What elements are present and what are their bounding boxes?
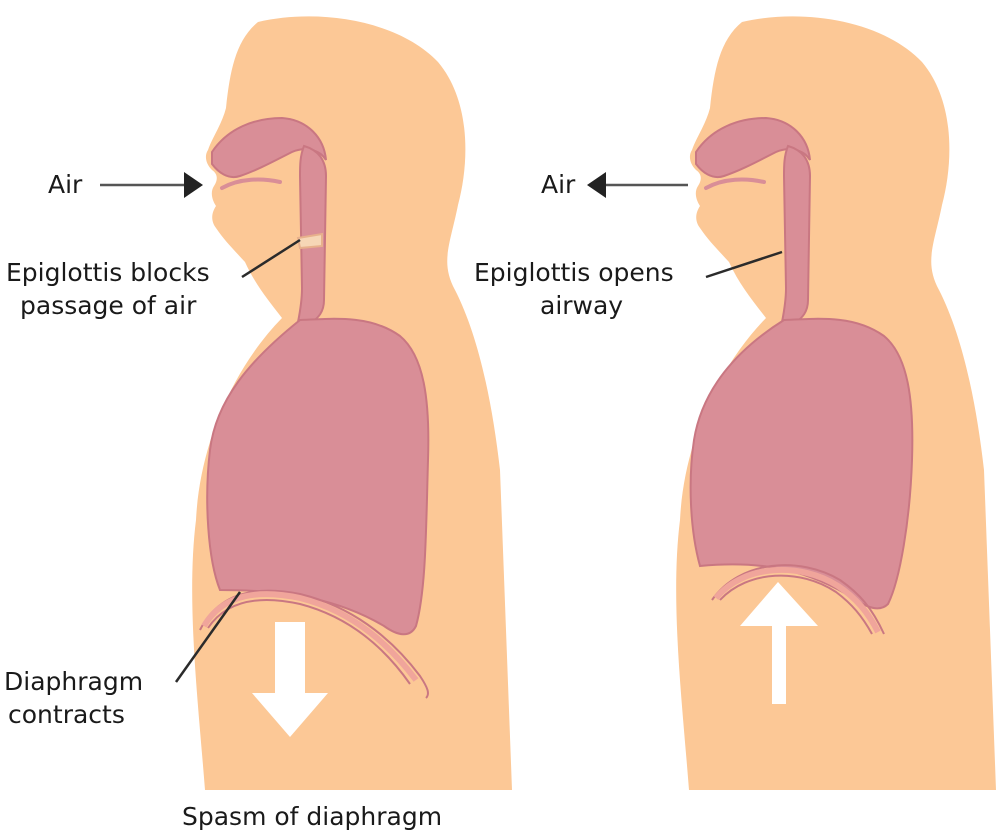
left-epiglottis-label-line2: passage of air [20,291,197,320]
left-epiglottis-label-line1: Epiglottis blocks [6,258,210,287]
right-epiglottis-label-line2: airway [540,291,624,320]
left-mouth [220,177,282,190]
right-diaphragm-inner [719,574,873,635]
left-diaphragm-label-line2: contracts [8,700,125,729]
right-mouth [704,177,766,190]
left-diaphragm-arrow-down [252,622,328,737]
right-trachea [780,144,812,323]
right-air-arrow-head [587,172,606,198]
diagram-caption: Spasm of diaphragm [182,802,443,831]
left-diaphragm-label-line1: Diaphragm [4,667,144,696]
right-diaphragm-arrow-up [740,582,818,704]
right-epiglottis-label-line1: Epiglottis opens [474,258,674,287]
left-lung [206,317,430,636]
left-diaphragm-leader [174,591,242,683]
right-epiglottis-leader [705,250,783,279]
right-diaphragm-fill [713,566,881,634]
right-lung [689,317,914,610]
left-epiglottis-flap [296,232,323,250]
left-diaphragm-inner [207,599,411,685]
left-air-label: Air [48,170,83,199]
left-diaphragm-fill [201,591,419,682]
left-air-arrow-head [184,172,203,198]
right-figure [587,16,996,791]
right-air-label: Air [541,170,576,199]
left-epiglottis-leader [241,238,301,279]
left-figure [100,16,512,791]
